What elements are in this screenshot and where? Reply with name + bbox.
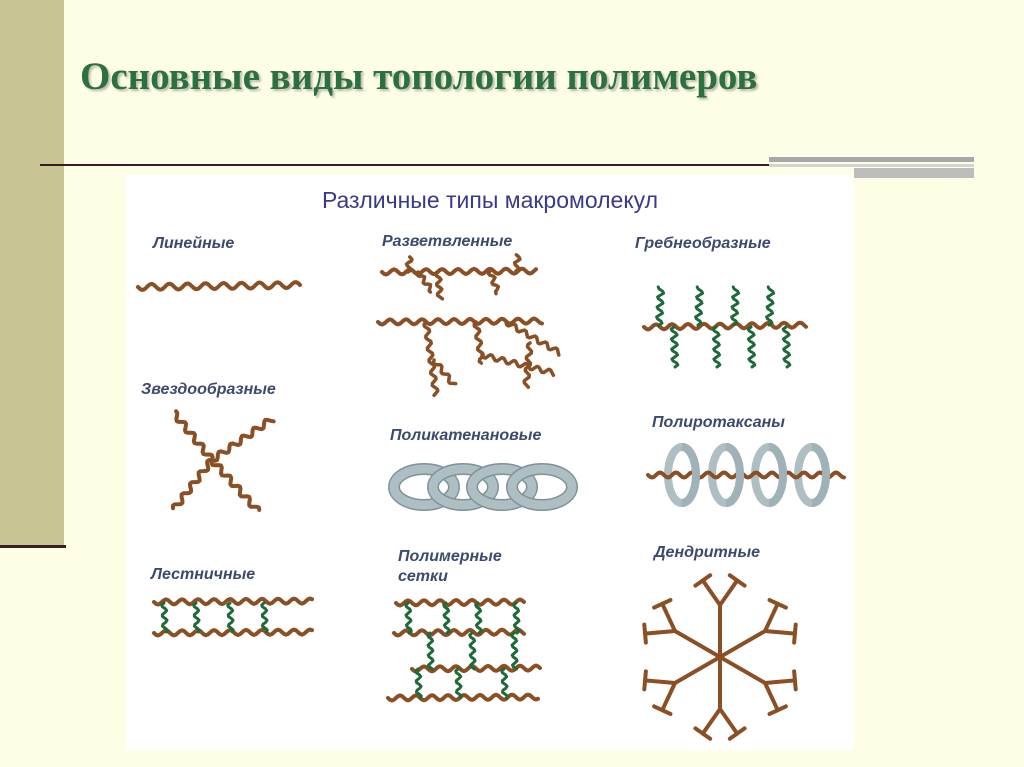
dendrimer-branch: [794, 671, 796, 689]
dendrimer-branch: [675, 631, 720, 657]
polycatenane-diagram: [394, 469, 572, 505]
side-chain: [696, 287, 703, 325]
axle-chain: [648, 473, 844, 478]
dendrimer-branch: [675, 657, 720, 683]
network-crosslink: [456, 669, 462, 698]
dendrimer-branch: [703, 709, 720, 734]
side-chain: [657, 287, 664, 325]
dendrimer-branch: [765, 683, 778, 710]
side-chain: [713, 327, 720, 367]
dendrimer-branch: [720, 709, 737, 734]
side-chain: [783, 327, 790, 367]
side-chain: [671, 327, 678, 367]
side-branch: [436, 272, 443, 299]
dendrimer-branch: [644, 671, 646, 689]
dendrimer-branch: [703, 580, 720, 605]
main-chain: [378, 319, 542, 325]
dendrimer-branch: [720, 631, 765, 657]
dendrimer-branch: [662, 604, 675, 631]
dendrimer-branch: [695, 575, 710, 585]
dendrimer-branch: [645, 631, 675, 634]
polymer-network-diagram: [388, 600, 540, 701]
dendrimer-branch: [645, 680, 675, 683]
star-arm: [212, 460, 260, 510]
star-arm: [212, 420, 274, 461]
side-chain: [767, 287, 774, 325]
label-polyrotaxane: Полиротаксаны: [652, 413, 785, 432]
linear-chain: [138, 282, 300, 290]
label-comb: Гребнеобразные: [635, 234, 771, 253]
accent-bar: [854, 168, 974, 178]
label-star: Звездообразные: [141, 380, 276, 399]
ladder-rung: [162, 603, 168, 632]
star-arm: [176, 411, 213, 460]
network-crosslink: [512, 633, 517, 669]
label-ladder: Лестничные: [151, 565, 255, 584]
macromolecule-diagrams: [126, 175, 854, 750]
star-arm: [173, 460, 212, 508]
label-network-line2: сетки: [398, 568, 448, 585]
network-crosslink: [476, 603, 482, 633]
left-decor-bar: [0, 0, 64, 546]
dendrimer-branch: [765, 631, 795, 634]
polyrotaxane-diagram: [648, 447, 844, 503]
ladder-rail: [154, 599, 312, 605]
dendrimer-diagram: [644, 575, 795, 738]
label-polycatenane: Поликатенановые: [390, 426, 541, 445]
side-branch: [482, 355, 553, 375]
branched-chain-diagram: [378, 255, 559, 395]
side-chain: [732, 287, 739, 325]
title-divider: [40, 164, 776, 166]
side-chain: [748, 327, 755, 367]
comb-chain-diagram: [644, 287, 806, 367]
label-linear: Линейные: [153, 234, 234, 253]
dendrimer-branch: [730, 575, 745, 585]
network-crosslink: [416, 669, 422, 698]
label-network: Полимерные сетки: [398, 547, 502, 587]
label-branched: Разветвленные: [382, 232, 512, 251]
network-crosslink: [502, 669, 508, 698]
dendrimer-branch: [730, 728, 745, 738]
network-strand: [396, 600, 524, 606]
dendrimer-branch: [765, 604, 778, 631]
side-branch: [417, 272, 430, 292]
dendrimer-branch: [765, 680, 795, 683]
linear-chain-diagram: [138, 282, 300, 290]
slide-title: Основные виды топологии полимеров: [80, 54, 758, 99]
network-crosslink: [428, 633, 433, 669]
label-network-line1: Полимерные: [398, 548, 502, 565]
left-decor-rule: [0, 545, 66, 548]
ladder-rung: [262, 603, 268, 632]
dendrimer-branch: [720, 657, 765, 683]
dendrimer-branch: [644, 625, 646, 643]
accent-bar: [769, 164, 974, 167]
ladder-polymer-diagram: [154, 599, 312, 636]
dendrimer-branch: [794, 625, 796, 643]
dendrimer-branch: [662, 683, 675, 710]
side-branch: [424, 322, 438, 395]
main-chain: [382, 269, 536, 275]
dendrimer-branch: [720, 580, 737, 605]
side-branch: [515, 255, 520, 271]
network-crosslink: [444, 603, 450, 633]
network-strand: [388, 695, 538, 701]
network-strand: [394, 630, 524, 636]
macromolecule-figure: Различные типы макромолекул Линейные Раз…: [126, 175, 854, 750]
network-crosslink: [514, 603, 520, 633]
backbone: [644, 323, 806, 330]
accent-bar: [769, 157, 974, 162]
ladder-rung: [194, 603, 200, 632]
star-polymer-diagram: [173, 411, 274, 510]
ladder-rung: [228, 603, 234, 632]
label-dendritic: Дендритные: [654, 543, 760, 562]
network-crosslink: [470, 633, 475, 669]
dendrimer-branch: [695, 728, 710, 738]
